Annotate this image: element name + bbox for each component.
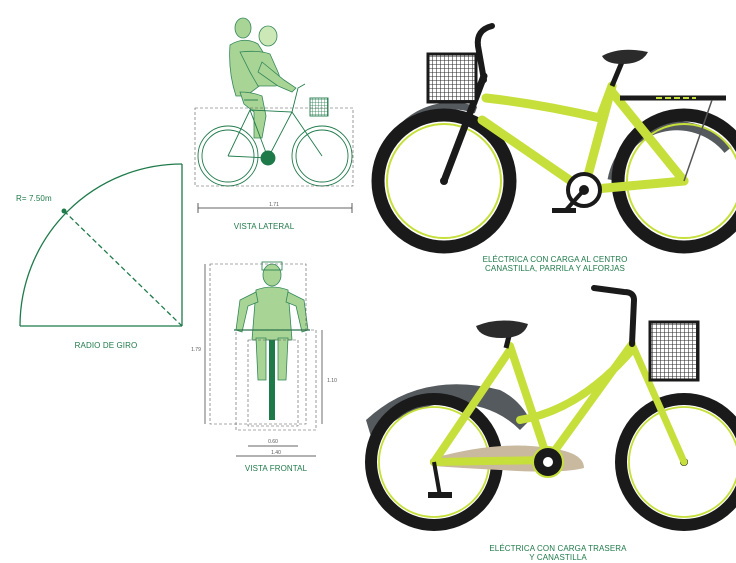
bike-2-basket bbox=[648, 320, 700, 382]
bike-2-rear-fender bbox=[366, 384, 530, 440]
bike-2-caption-line2: Y CANASTILLA bbox=[529, 553, 587, 562]
side-view-caption: VISTA LATERAL bbox=[233, 222, 295, 231]
bike-1-caption-line2: CANASTILLA, PARRILA Y ALFORJAS bbox=[485, 264, 625, 273]
bike-1-drawing bbox=[371, 23, 736, 254]
bike-2-drawing bbox=[365, 285, 736, 531]
front-view-drawing bbox=[204, 261, 323, 457]
turning-radius-drawing bbox=[19, 163, 183, 327]
turning-radius-value: R= 7.50m bbox=[16, 194, 52, 203]
bike-1-basket bbox=[426, 52, 478, 104]
bike-1-seat bbox=[602, 49, 648, 64]
side-view-drawing bbox=[194, 17, 354, 213]
bike-2-front-wheel bbox=[615, 393, 736, 531]
bike-2-seat bbox=[476, 320, 528, 338]
front-height-bars-dimension: 1.10 bbox=[327, 378, 337, 384]
side-length-dimension: 1.71 bbox=[269, 202, 279, 208]
front-width-inner-dimension: 0.60 bbox=[268, 439, 278, 445]
side-view-basket bbox=[309, 97, 329, 117]
radius-point-marker bbox=[61, 208, 67, 214]
bike-2-caption-line1: ELÉCTRICA CON CARGA TRASERA bbox=[489, 544, 627, 553]
turning-radius-caption: RADIO DE GIRO bbox=[74, 341, 138, 350]
front-width-outer-dimension: 1.40 bbox=[271, 450, 281, 456]
front-height-total-dimension: 1.79 bbox=[191, 347, 201, 353]
front-view-caption: VISTA FRONTAL bbox=[244, 464, 308, 473]
bike-1-caption-line1: ELÉCTRICA CON CARGA AL CENTRO bbox=[482, 255, 628, 264]
